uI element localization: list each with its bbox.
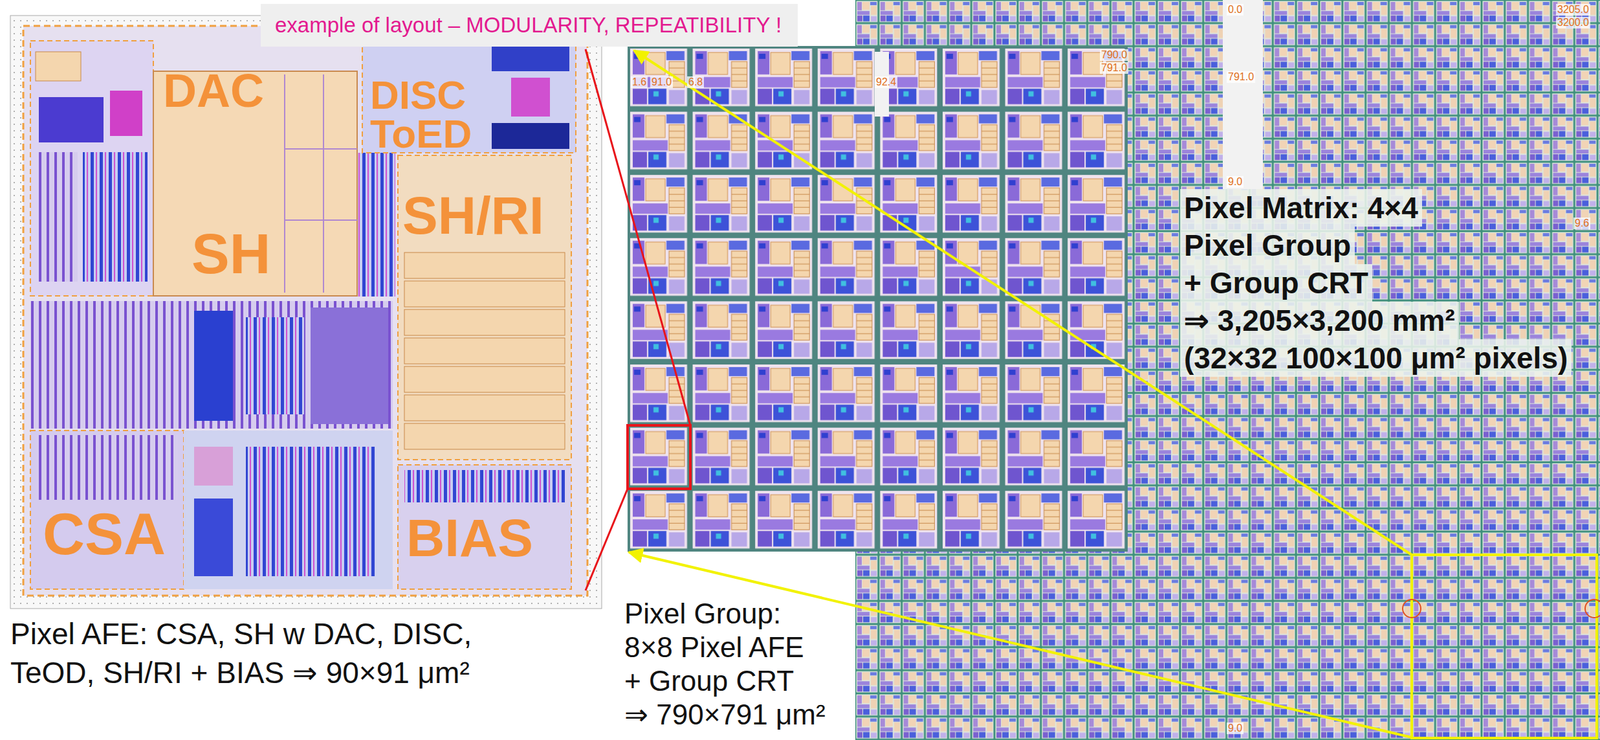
dimension-number: 9.6 [1573,217,1591,230]
dimension-number: 6.8 [687,76,704,88]
caption-text: Pixel AFE: CSA, SH w DAC, DISC, TeOD, SH… [10,614,522,693]
dimension-number: 3205.0 [1556,3,1591,16]
block-label: DISC [370,75,466,116]
block-label: BIAS [406,511,534,565]
dimension-number: 1.6 [630,76,648,88]
dimension-number: 91.0 [650,76,673,88]
dimension-number: 790.0 [1099,49,1129,61]
dimension-number: 0.0 [1226,3,1244,16]
block-label: DAC [163,67,264,114]
matrix-caption: (32×32 100×100 μm² pixels) [1180,339,1572,377]
matrix-caption: + Group CRT [1180,263,1373,302]
dimension-number: 92.4 [874,76,898,88]
dimension-number: 9.0 [1226,722,1244,734]
group-caption: Pixel Group: [624,596,781,631]
matrix-caption: Pixel Group [1180,226,1355,264]
block-label: ToED [370,113,472,154]
banner-text: example of layout – MODULARITY, REPEATIB… [274,11,782,39]
group-caption: 8×8 Pixel AFE [624,630,805,664]
block-label: SH/RI [402,188,545,242]
matrix-caption: ⇒ 3,205×3,200 mm² [1180,301,1459,340]
dimension-number: 791.0 [1099,62,1129,74]
matrix-caption: Pixel Matrix: 4×4 [1180,188,1423,227]
block-label: SH [191,225,271,283]
dimension-number: 3200.0 [1556,16,1591,29]
dimension-number: 9.0 [1226,175,1244,188]
dimension-number: 791.0 [1226,71,1256,83]
block-label: CSA [42,504,166,563]
group-caption: + Group CRT [624,663,794,698]
title-banner: example of layout – MODULARITY, REPEATIB… [260,3,798,47]
group-caption: ⇒ 790×791 μm² [624,697,826,732]
